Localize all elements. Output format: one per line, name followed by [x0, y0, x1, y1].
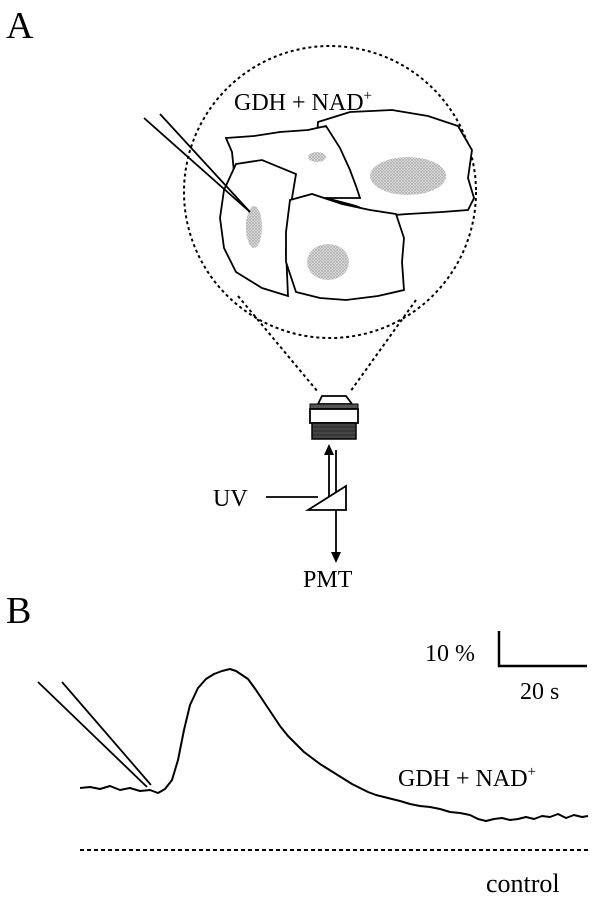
response-trace — [79, 668, 589, 822]
nucleus-bottom — [307, 244, 349, 280]
trace-label: GDH + NAD+ — [398, 764, 536, 792]
cell-cluster — [219, 109, 475, 301]
objective-lens-icon — [309, 395, 359, 440]
panel-a-label: A — [6, 5, 34, 47]
scale-y-label: 10 % — [425, 641, 475, 667]
micropipette-icon-trace — [37, 681, 152, 788]
field-of-view-circle — [183, 45, 477, 339]
scale-bar — [497, 631, 587, 668]
panel-b: B 10 % 20 s GDH + NAD+ control — [6, 590, 589, 898]
nucleus-left — [246, 206, 262, 248]
cone-line-left — [237, 295, 319, 393]
panel-b-label: B — [6, 590, 31, 632]
pmt-label: PMT — [303, 567, 353, 593]
uv-label: UV — [213, 486, 248, 512]
nucleus-top-right — [370, 157, 446, 195]
micropipette-icon — [143, 113, 251, 213]
cone-line-right — [349, 299, 417, 393]
dichroic-mirror-icon — [304, 484, 347, 511]
control-label: control — [486, 869, 560, 898]
inset-label: GDH + NAD+ — [234, 88, 372, 116]
scale-x-label: 20 s — [520, 679, 559, 705]
nucleus-top-middle — [308, 152, 326, 162]
panel-a: A GDH + NAD+ — [6, 5, 477, 593]
